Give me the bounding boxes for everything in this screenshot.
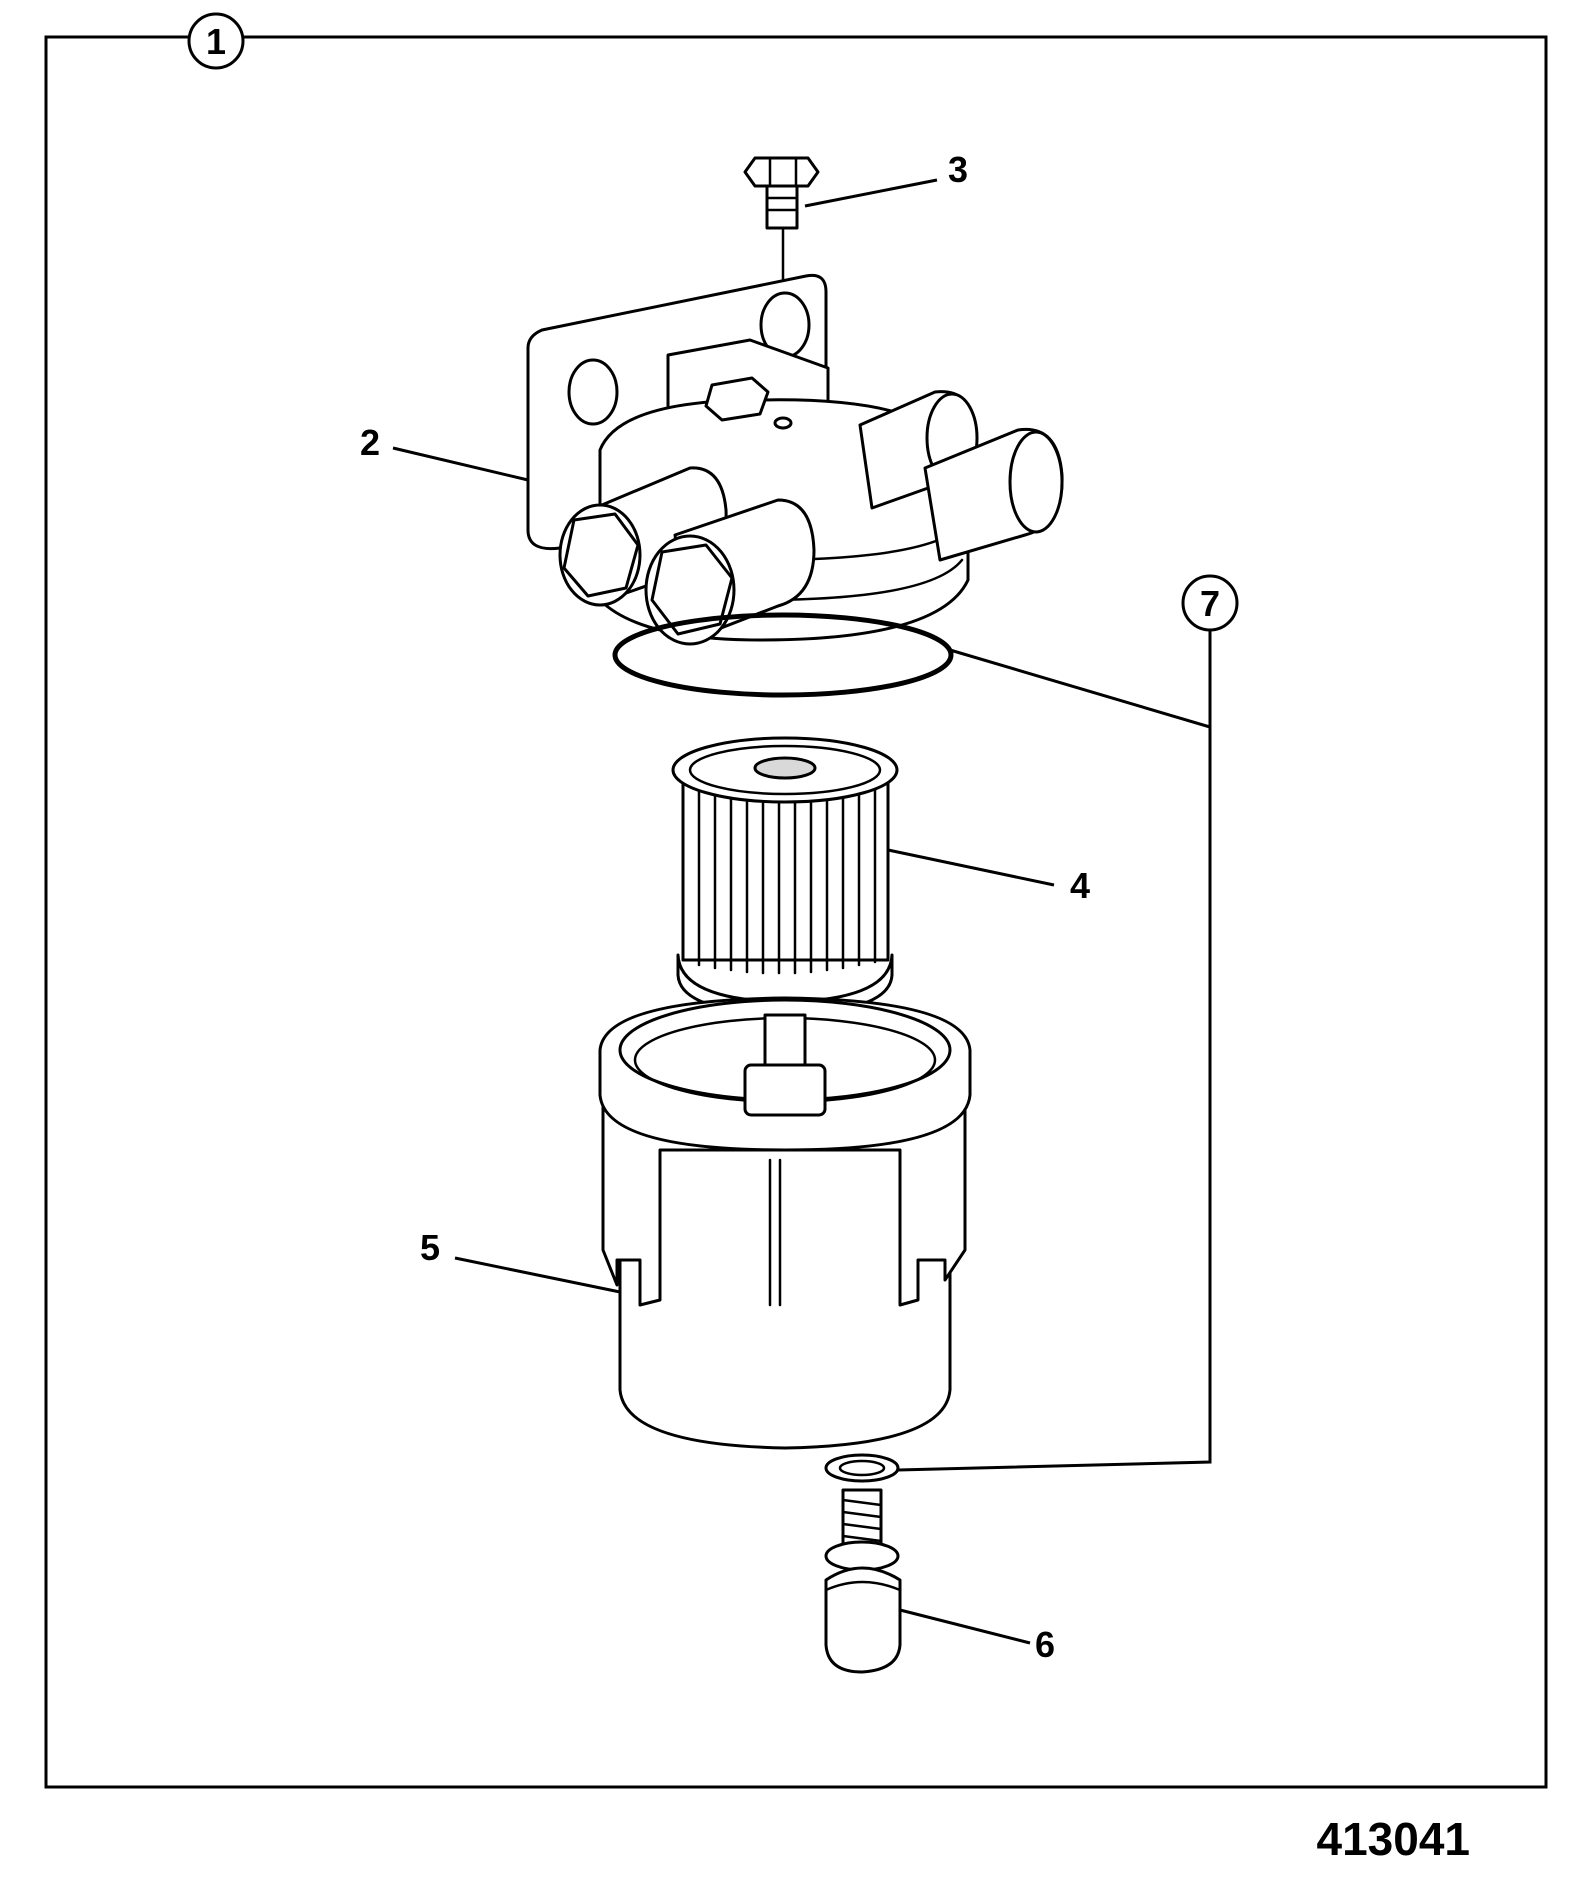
sealing-washer-part xyxy=(824,1453,900,1483)
callout-1-circle xyxy=(187,12,245,70)
callout-1-label: 1 xyxy=(206,21,226,62)
bowl-part xyxy=(598,996,972,1450)
callout-7-circle xyxy=(1181,574,1239,632)
leader-4 xyxy=(887,848,1055,887)
callout-4-label: 4 xyxy=(1070,865,1090,906)
figure-number: 413041 xyxy=(1317,1813,1471,1865)
drain-plug-part xyxy=(824,1488,902,1674)
leader-3 xyxy=(804,178,938,208)
leader-6 xyxy=(899,1608,1031,1645)
callout-7-label: 7 xyxy=(1200,583,1220,624)
large-o-ring-part xyxy=(612,612,954,698)
callout-2-label: 2 xyxy=(360,422,380,463)
leader-lines xyxy=(392,178,1212,1645)
diagram-frame xyxy=(44,35,1548,1789)
leader-5 xyxy=(454,1256,621,1294)
callout-6-label: 6 xyxy=(1035,1624,1055,1665)
filter-head-part xyxy=(526,273,1064,646)
callout-3-label: 3 xyxy=(948,149,968,190)
leader-7 xyxy=(897,648,1212,1472)
callout-5-label: 5 xyxy=(420,1227,440,1268)
leader-2 xyxy=(392,446,529,482)
filter-element-part xyxy=(671,736,899,1032)
